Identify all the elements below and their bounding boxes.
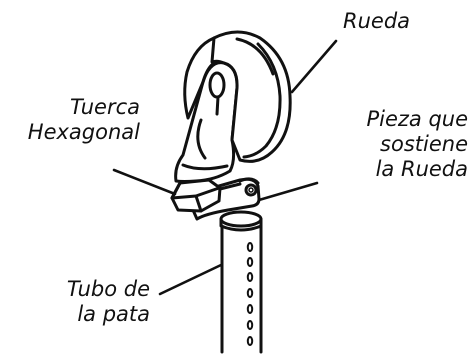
- leg-tube: [220, 224, 263, 354]
- wheel: [183, 30, 292, 163]
- label-leg-tube: Tubo de la pata: [40, 277, 150, 327]
- leader-hex-nut: [112, 168, 177, 196]
- tube-holes: [246, 242, 254, 346]
- label-hex-nut-line-2: Hexagonal: [27, 120, 140, 144]
- label-wheel-holder: Pieza que sostiene la Rueda: [325, 107, 468, 182]
- leader-lines: [112, 39, 338, 296]
- label-leg-tube-line-2: la pata: [77, 302, 150, 326]
- label-wheel-holder-line-3: la Rueda: [375, 157, 468, 181]
- leader-leg-tube: [158, 263, 223, 296]
- label-hex-nut-line-1: Tuerca: [70, 95, 140, 119]
- leader-wheel: [290, 39, 338, 94]
- tube-top: [219, 210, 263, 228]
- label-leg-tube-line-1: Tubo de: [66, 277, 150, 301]
- label-wheel-holder-line-1: Pieza que: [366, 107, 468, 131]
- label-wheel: Rueda: [343, 9, 411, 33]
- label-wheel-holder-line-2: sostiene: [380, 132, 468, 156]
- leader-wheel-holder: [257, 181, 319, 202]
- label-hex-nut: Tuerca Hexagonal: [20, 95, 140, 145]
